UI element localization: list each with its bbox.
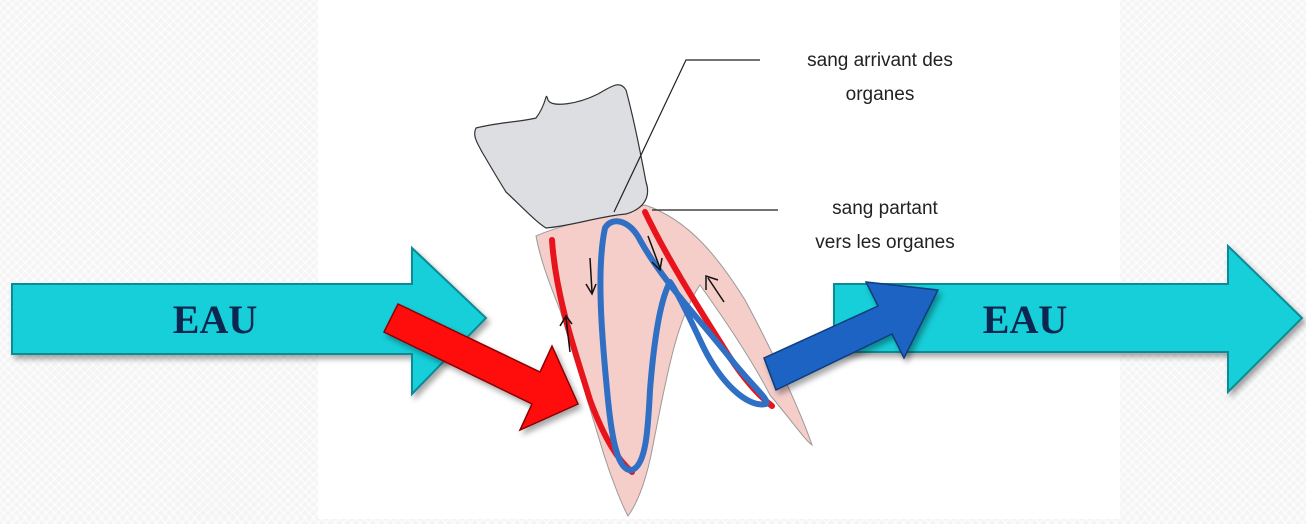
incoming-blood-label-line1: sang arrivant des (807, 50, 953, 71)
outgoing-blood-label-line1: sang partant (832, 198, 938, 219)
incoming-blood-label-line2: organes (846, 84, 915, 105)
left-water-label: EAU (173, 297, 257, 342)
outgoing-blood-label-line2: vers les organes (815, 232, 954, 253)
right-water-label: EAU (983, 297, 1067, 342)
illustration-panel (318, 0, 1120, 519)
